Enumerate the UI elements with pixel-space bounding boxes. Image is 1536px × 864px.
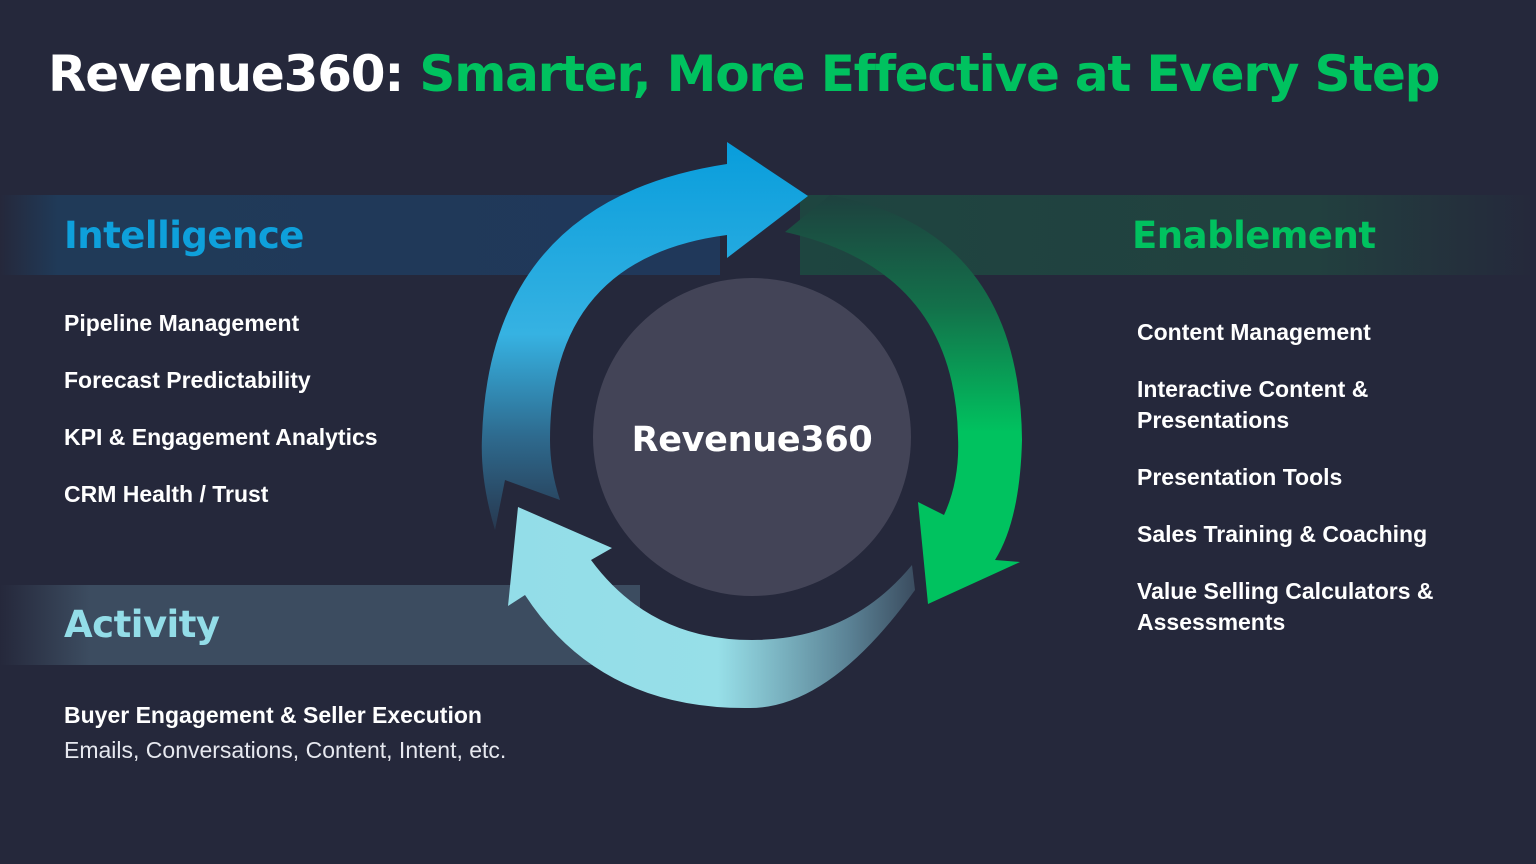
enablement-list: Content Management Interactive Content &… <box>1137 317 1497 664</box>
activity-arrow <box>508 507 915 709</box>
list-item: Content Management <box>1137 319 1371 345</box>
intelligence-heading: Intelligence <box>64 214 304 257</box>
list-item: Presentation Tools <box>1137 464 1343 490</box>
activity-title: Buyer Engagement & Seller Execution <box>64 702 482 728</box>
center-label: Revenue360 <box>631 420 873 460</box>
list-item: Value Selling Calculators & Assessments <box>1137 578 1434 635</box>
center-circle <box>593 278 911 596</box>
intelligence-list: Pipeline Management Forecast Predictabil… <box>64 308 378 536</box>
page-title: Revenue360: Smarter, More Effective at E… <box>48 44 1440 104</box>
list-item: Interactive Content & Presentations <box>1137 376 1369 433</box>
enablement-heading: Enablement <box>1132 214 1376 257</box>
list-item: Sales Training & Coaching <box>1137 521 1428 547</box>
list-item: Pipeline Management <box>64 310 300 336</box>
activity-subtitle: Emails, Conversations, Content, Intent, … <box>64 737 507 763</box>
list-item: KPI & Engagement Analytics <box>64 424 378 450</box>
title-accent: Smarter, More Effective at Every Step <box>419 45 1440 103</box>
list-item: Forecast Predictability <box>64 367 311 393</box>
activity-heading: Activity <box>64 603 220 646</box>
title-prefix: Revenue360: <box>48 45 404 103</box>
enablement-arrow <box>785 195 1022 604</box>
list-item: CRM Health / Trust <box>64 481 269 507</box>
intelligence-arrow <box>481 142 808 530</box>
